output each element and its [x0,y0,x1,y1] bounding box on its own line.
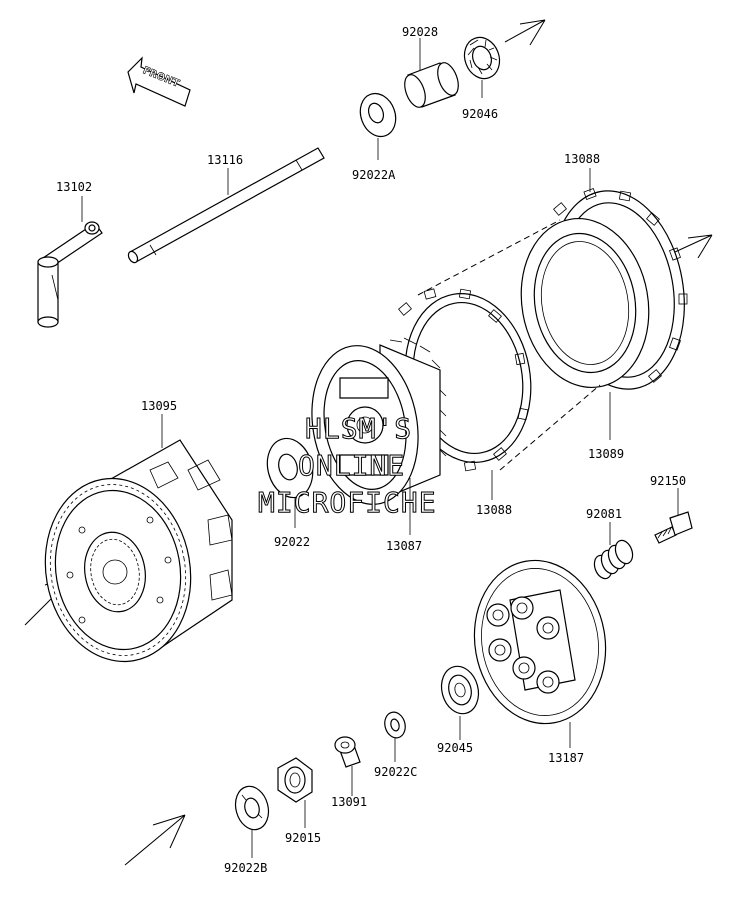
label-13089: 13089 [588,447,624,461]
part-92081-spring [593,539,634,580]
part-13187-pressure-plate [473,559,607,725]
part-92015-nut [277,757,313,803]
part-13087-clutch-hub [311,337,447,505]
part-92045-ball-bearing [440,665,480,715]
label-13095: 13095 [141,399,177,413]
part-92028-sleeve [404,62,459,108]
part-92150-bolt [654,511,693,544]
label-92028: 92028 [402,25,438,39]
label-92046: 92046 [462,107,498,121]
label-92045: 92045 [437,741,473,755]
watermark-line-3: MICROFICHE [258,486,437,519]
label-13088-bottom: 13088 [476,503,512,517]
part-92022B-lock-washer [234,785,270,831]
label-92022: 92022 [274,535,310,549]
label-92081: 92081 [586,507,622,521]
part-92046-needle-bearing [463,36,501,80]
part-92022C-washer [384,711,406,739]
watermark-line-1: HLSM'S [305,412,412,445]
part-92022-washer [266,437,314,499]
part-13116-push-rod [127,147,325,264]
part-13089-steel-plate [520,217,650,389]
watermark-line-2: ONLINE [298,449,405,482]
label-92022C: 92022C [374,765,417,779]
part-13091-collar [334,736,361,768]
label-13187: 13187 [548,751,584,765]
label-92015: 92015 [285,831,321,845]
part-13095-clutch-housing [44,439,233,663]
label-13116: 13116 [207,153,243,167]
label-92150: 92150 [650,474,686,488]
guide-line-upper [417,219,561,296]
label-92022B: 92022B [224,861,267,875]
label-92022A: 92022A [352,168,396,182]
label-13088-top: 13088 [564,152,600,166]
part-labels: 92028 92046 92022A 13116 13102 13088 130… [56,25,686,875]
label-13102: 13102 [56,180,92,194]
guide-line-lower [499,384,601,471]
leader-lines [81,38,679,858]
watermark: HLSM'S ONLINE MICROFICHE [258,412,437,520]
part-13102-release-lever [37,221,103,328]
front-arrow-badge: FRONT [127,56,191,107]
part-92022A-washer [359,92,397,138]
label-13091: 13091 [331,795,367,809]
label-13087: 13087 [386,539,422,553]
